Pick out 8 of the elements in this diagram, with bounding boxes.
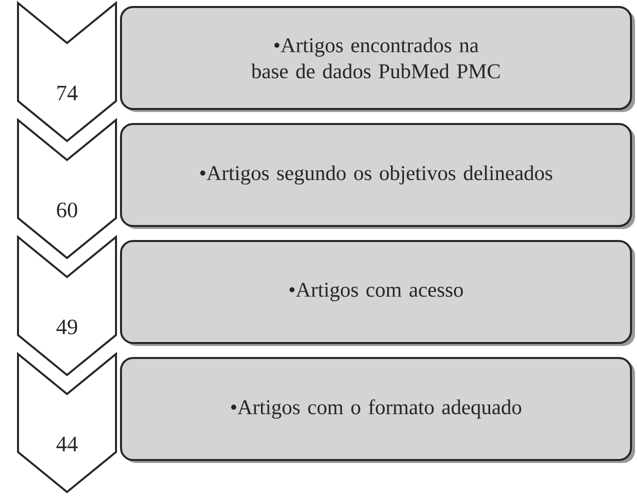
text-box: •Artigos segundo os objetivos delineados xyxy=(120,123,635,229)
text-box: •Artigos encontrados na base de dados PubMed PMC xyxy=(120,6,635,112)
number-tab: 49 xyxy=(17,234,117,376)
number-tab: 74 xyxy=(17,0,117,142)
number-tab: 60 xyxy=(17,118,117,260)
text-box: •Artigos com o formato adequado xyxy=(120,357,635,463)
text-box: •Artigos com acesso xyxy=(120,240,635,346)
number-tab: 44 xyxy=(17,352,117,494)
